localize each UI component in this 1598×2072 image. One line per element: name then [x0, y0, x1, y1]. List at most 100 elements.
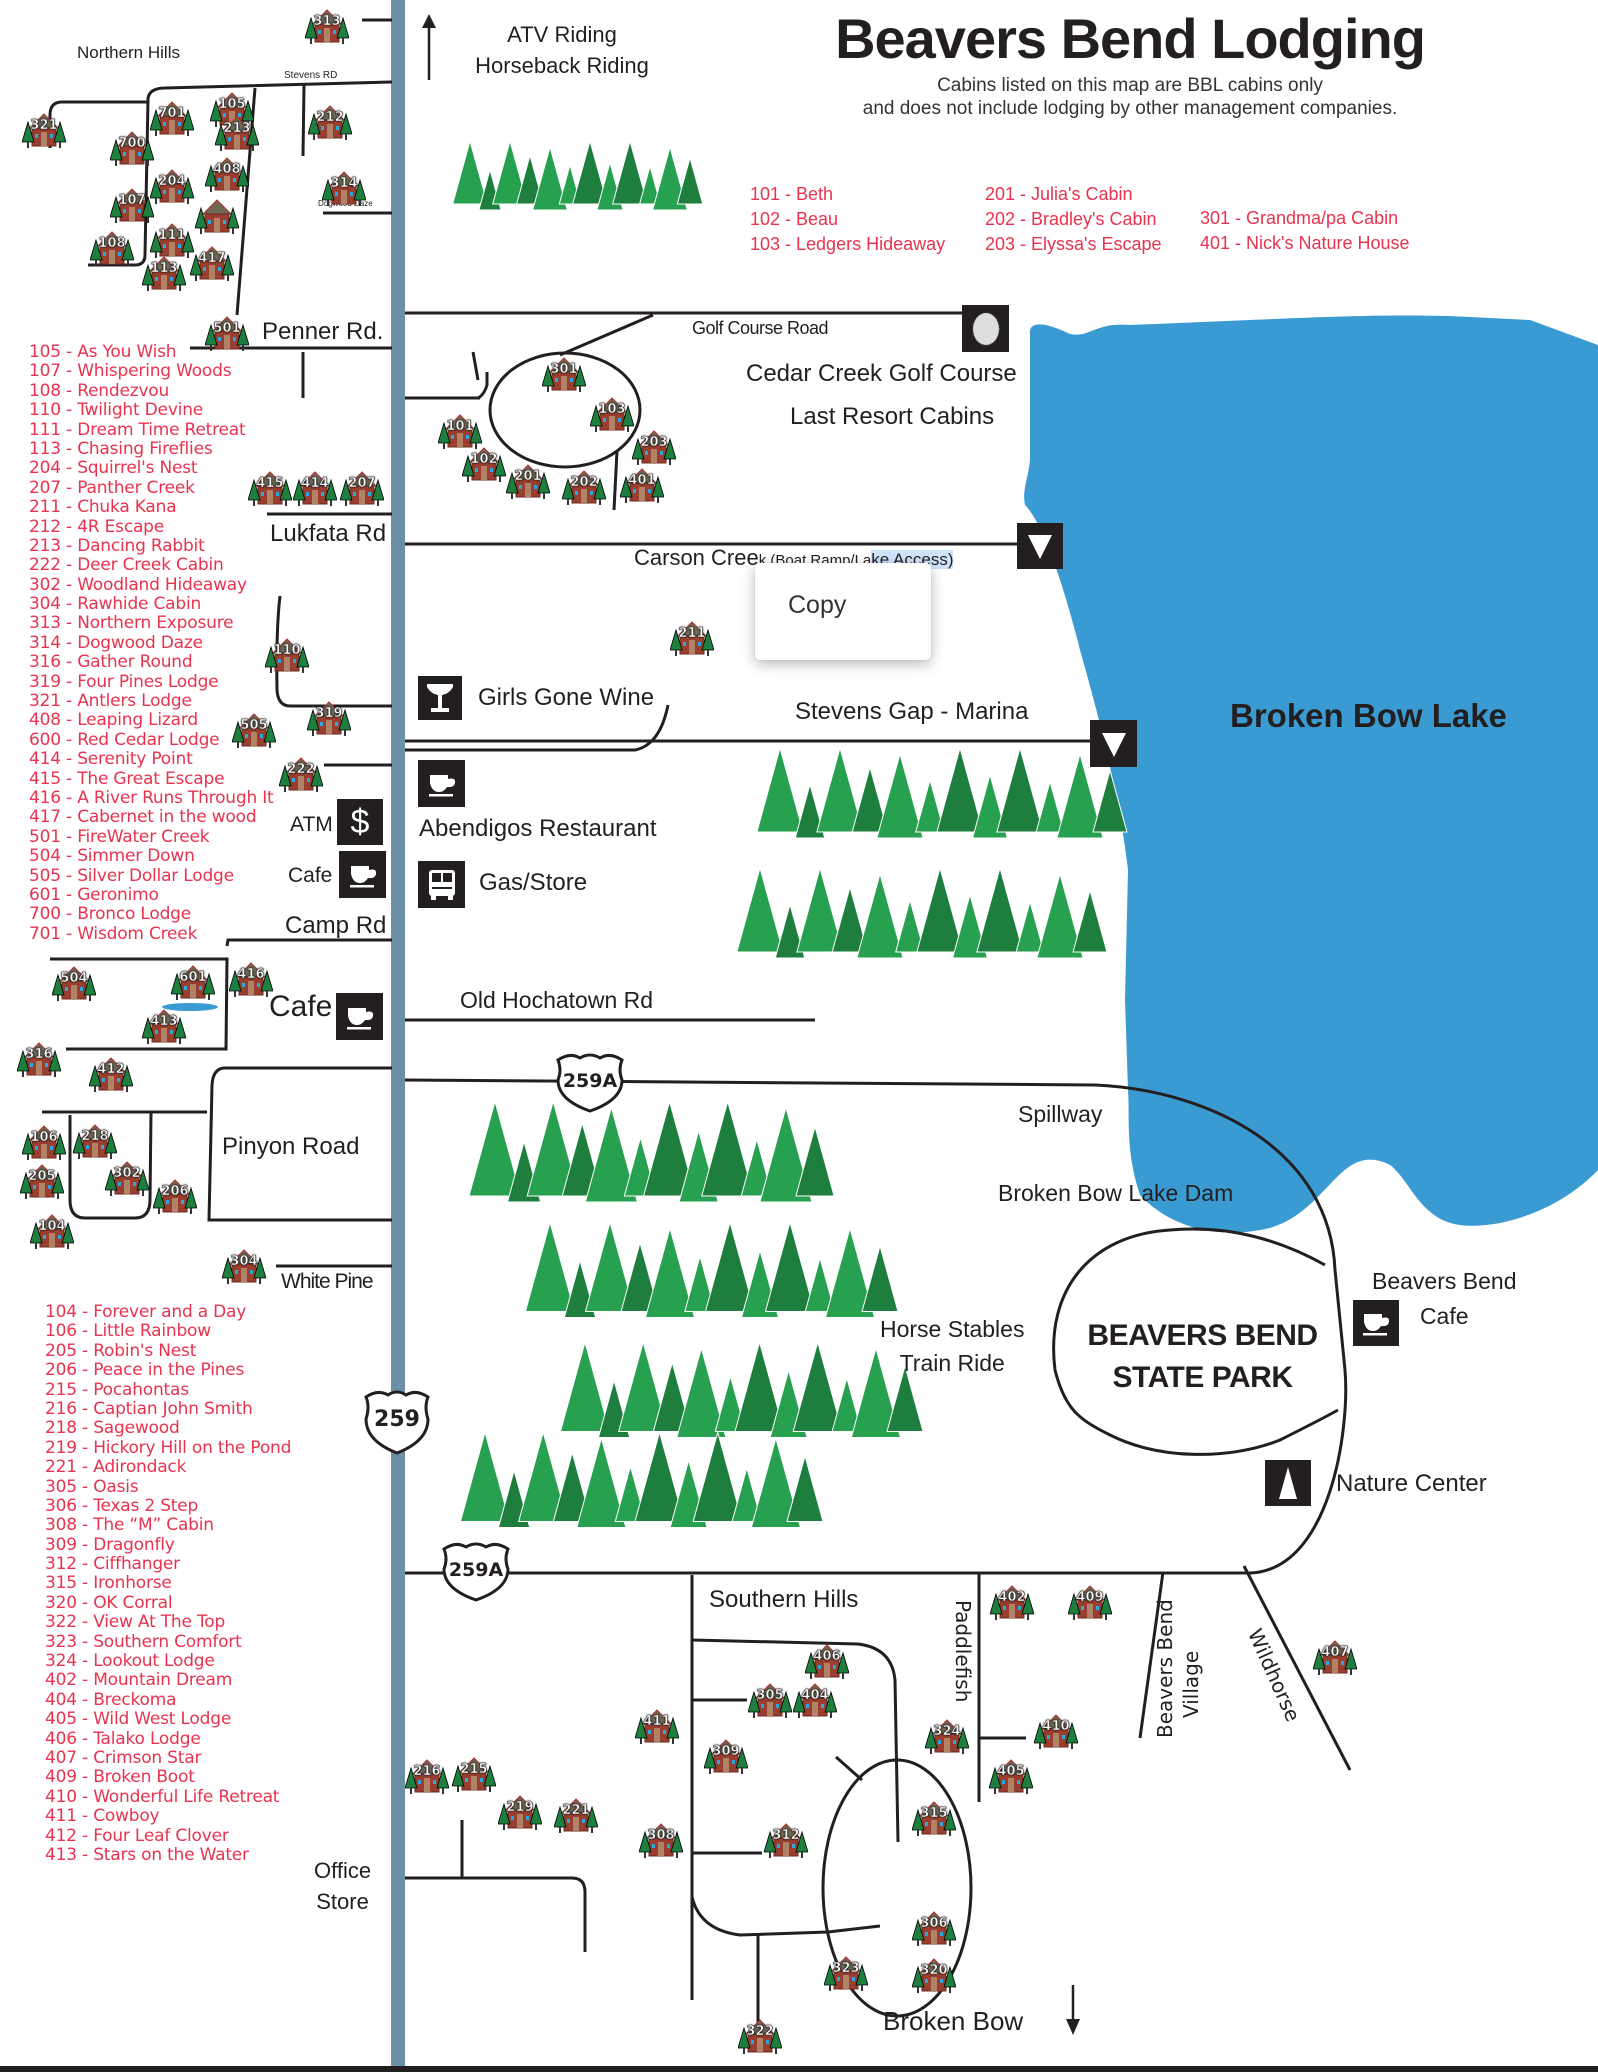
cabin-marker[interactable]: 304 — [221, 1248, 267, 1286]
cabin-marker[interactable]: 701 — [149, 100, 195, 138]
cabin-marker[interactable]: 411 — [634, 1708, 680, 1746]
golf-ball-icon[interactable] — [962, 305, 1009, 352]
cabin-marker[interactable]: 216 — [404, 1758, 450, 1796]
cabin-marker[interactable]: 107 — [109, 187, 155, 225]
cabin-marker[interactable]: 417 — [189, 245, 235, 283]
cabin-marker[interactable]: 405 — [988, 1758, 1034, 1796]
pine-tree — [850, 1346, 902, 1438]
cabin-marker[interactable]: 306 — [911, 1910, 957, 1948]
cabin-marker[interactable]: 106 — [21, 1124, 67, 1162]
cabin-marker[interactable]: 102 — [461, 446, 507, 484]
cabin-marker[interactable]: 205 — [19, 1163, 65, 1201]
cabin-marker[interactable]: 308 — [638, 1822, 684, 1860]
cedar-creek-label: Cedar Creek Golf Course — [746, 360, 1017, 387]
cabin-icon — [221, 1249, 267, 1284]
cabin-number: 407 — [1321, 1645, 1349, 1661]
cabin-icon — [792, 1683, 838, 1718]
cabin-marker[interactable]: 410 — [1033, 1713, 1079, 1751]
cabin-marker[interactable]: 111 — [149, 222, 195, 260]
cabin-marker[interactable]: 321 — [21, 112, 67, 150]
cabin-marker[interactable]: 313 — [304, 8, 350, 46]
cabin-number: 304 — [230, 1254, 258, 1270]
coffee-cup-icon[interactable] — [339, 851, 386, 898]
cabin-marker[interactable] — [194, 198, 240, 236]
cabin-marker[interactable]: 320 — [911, 1957, 957, 1995]
cabin-marker[interactable]: 322 — [737, 2018, 783, 2056]
cabin-marker[interactable]: 504 — [51, 965, 97, 1003]
cabin-marker[interactable]: 302 — [104, 1160, 150, 1198]
cabin-marker[interactable]: 203 — [631, 429, 677, 467]
cabin-marker[interactable]: 407 — [1312, 1639, 1358, 1677]
cabin-marker[interactable]: 409 — [1067, 1584, 1113, 1622]
cabin-marker[interactable]: 601 — [170, 964, 216, 1002]
cabin-icon — [763, 1823, 809, 1858]
last-resort-label: Last Resort Cabins — [790, 403, 995, 430]
restaurant-cup-icon[interactable] — [418, 760, 465, 807]
cabin-marker[interactable]: 206 — [152, 1178, 198, 1216]
boat-ramp-icon[interactable] — [1017, 523, 1063, 569]
cabin-marker[interactable]: 408 — [204, 156, 250, 194]
cabin-marker[interactable]: 414 — [292, 470, 338, 508]
bus-icon[interactable] — [418, 861, 465, 908]
cabin-list-item: 313 - Northern Exposure — [29, 613, 234, 634]
cabin-marker[interactable]: 108 — [89, 230, 135, 268]
cabin-marker[interactable]: 113 — [141, 255, 187, 293]
cabin-marker[interactable]: 110 — [264, 637, 310, 675]
cabin-marker[interactable]: 324 — [924, 1718, 970, 1756]
cabin-marker[interactable]: 323 — [823, 1955, 869, 1993]
cabin-marker[interactable]: 412 — [88, 1056, 134, 1094]
map-subtitle: Cabins listed on this map are BBL cabins… — [760, 74, 1500, 120]
cabin-marker[interactable]: 218 — [72, 1123, 118, 1161]
coffee-cup-icon[interactable] — [336, 993, 383, 1040]
cabin-marker[interactable]: 221 — [553, 1797, 599, 1835]
pine-tree — [1036, 872, 1084, 959]
cabin-marker[interactable]: 105 — [209, 91, 255, 129]
cabin-marker[interactable]: 222 — [278, 756, 324, 794]
cabin-marker[interactable]: 401 — [619, 467, 665, 505]
cabin-marker[interactable]: 207 — [339, 470, 385, 508]
atm-dollar-icon[interactable]: $ — [337, 799, 383, 845]
pine-tree — [572, 139, 608, 205]
cabin-marker[interactable]: 314 — [321, 170, 367, 208]
cabin-marker[interactable]: 415 — [247, 470, 293, 508]
cabin-marker[interactable]: 312 — [763, 1822, 809, 1860]
cabin-marker[interactable]: 212 — [307, 104, 353, 142]
cabin-marker[interactable]: 700 — [109, 130, 155, 168]
cabin-icon — [209, 92, 255, 127]
context-menu-copy[interactable]: Copy — [788, 591, 847, 619]
cabin-number: 700 — [118, 136, 146, 152]
cabin-marker[interactable]: 404 — [792, 1682, 838, 1720]
cabin-icon — [541, 357, 587, 392]
cabin-marker[interactable]: 501 — [204, 315, 250, 353]
state-park-label: BEAVERS BEND STATE PARK — [1075, 1315, 1330, 1399]
cabin-marker[interactable]: 204 — [149, 168, 195, 206]
cabin-marker[interactable]: 406 — [804, 1643, 850, 1681]
cabin-marker[interactable]: 211 — [669, 620, 715, 658]
cabin-marker[interactable]: 416 — [228, 961, 274, 999]
marina-icon[interactable] — [1090, 720, 1137, 767]
cabin-marker[interactable]: 201 — [505, 463, 551, 501]
cabin-list-item: 206 - Peace in the Pines — [45, 1360, 245, 1381]
cabin-marker[interactable]: 505 — [231, 712, 277, 750]
cabin-marker[interactable]: 309 — [703, 1738, 749, 1776]
cabin-marker[interactable]: 402 — [989, 1584, 1035, 1622]
cabin-marker[interactable]: 215 — [451, 1756, 497, 1794]
cabin-marker[interactable]: 219 — [497, 1794, 543, 1832]
coffee-cup-icon[interactable] — [1353, 1300, 1399, 1346]
wine-glass-icon[interactable] — [418, 676, 462, 720]
cabin-marker[interactable]: 103 — [589, 396, 635, 434]
state-park-line: STATE PARK — [1112, 1361, 1294, 1394]
cabin-list-item: 324 - Lookout Lodge — [45, 1651, 215, 1672]
cabin-marker[interactable]: 413 — [141, 1008, 187, 1046]
cabin-marker[interactable]: 315 — [911, 1800, 957, 1838]
cabin-marker[interactable]: 316 — [16, 1041, 62, 1079]
cabin-marker[interactable]: 319 — [306, 700, 352, 738]
cabin-marker[interactable]: 301 — [541, 356, 587, 394]
cabin-number: 102 — [470, 452, 498, 468]
cabin-marker[interactable]: 101 — [437, 413, 483, 451]
cabin-marker[interactable]: 213 — [214, 115, 260, 153]
cabin-marker[interactable]: 305 — [747, 1682, 793, 1720]
cabin-marker[interactable]: 202 — [561, 469, 607, 507]
cabin-marker[interactable]: 104 — [29, 1213, 75, 1251]
nature-tree-icon[interactable] — [1265, 1460, 1311, 1506]
